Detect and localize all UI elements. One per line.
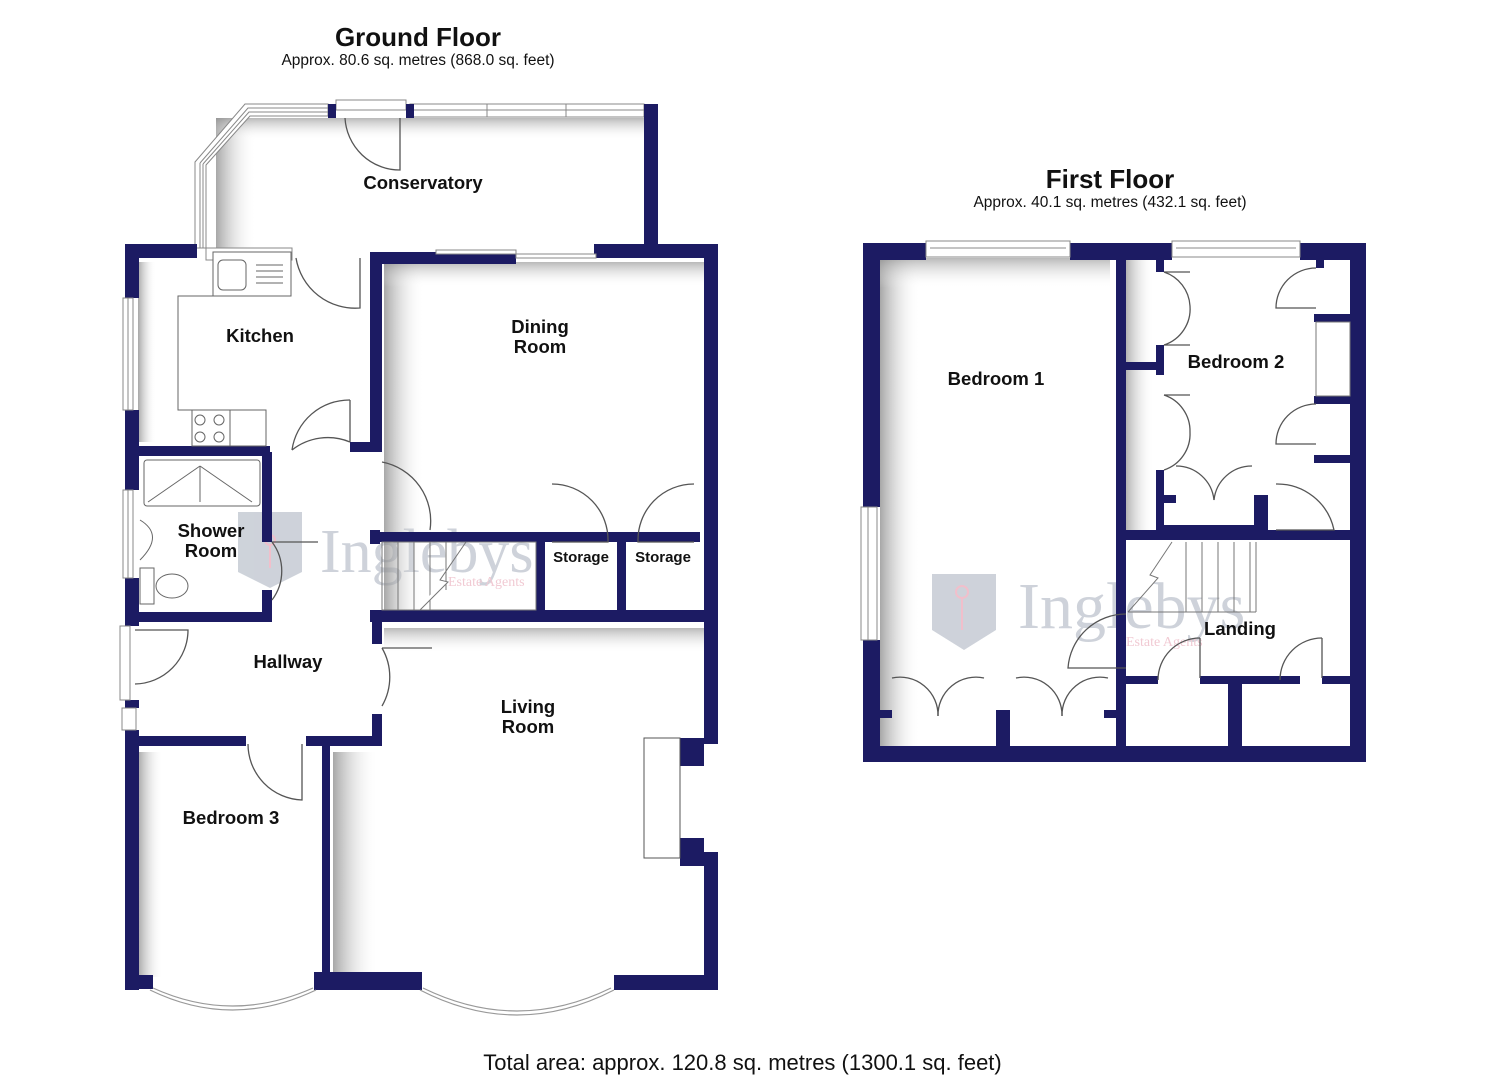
room-label-storage-1: Storage — [553, 549, 609, 566]
room-label-kitchen: Kitchen — [226, 325, 294, 346]
ground-floor-area: Approx. 80.6 sq. metres (868.0 sq. feet) — [281, 52, 555, 69]
first-floor-title: First Floor — [1045, 164, 1175, 194]
room-label-bedroom-1: Bedroom 1 — [947, 368, 1045, 389]
room-label-bedroom-3: Bedroom 3 — [182, 807, 280, 828]
room-label-storage-2: Storage — [635, 549, 691, 566]
ground-floor-heading: Ground Floor Approx. 80.6 sq. metres (86… — [218, 22, 618, 70]
room-label-living-room: Living Room — [500, 696, 556, 737]
room-label-conservatory: Conservatory — [363, 172, 483, 193]
room-label-shower-room: Shower Room — [177, 520, 245, 561]
total-area: Total area: approx. 120.8 sq. metres (13… — [483, 1050, 1002, 1075]
room-label-landing: Landing — [1204, 618, 1276, 639]
room-label-hallway: Hallway — [253, 651, 323, 672]
first-floor-area: Approx. 40.1 sq. metres (432.1 sq. feet) — [973, 194, 1247, 211]
first-floor-heading: First Floor Approx. 40.1 sq. metres (432… — [910, 164, 1310, 212]
ground-floor-plan — [119, 99, 718, 1016]
watermark-ground: Inglebys Estate Agents — [238, 512, 534, 590]
svg-text:Inglebys: Inglebys — [1018, 570, 1245, 643]
svg-text:Estate Agents: Estate Agents — [1126, 635, 1203, 650]
first-floor-plan — [860, 240, 1366, 762]
svg-text:Inglebys: Inglebys — [320, 518, 534, 586]
watermark-first: Inglebys Estate Agents — [932, 570, 1245, 650]
room-label-dining-room: Dining Room — [511, 316, 569, 357]
svg-text:Estate Agents: Estate Agents — [448, 575, 525, 590]
room-label-bedroom-2: Bedroom 2 — [1187, 351, 1285, 372]
ground-floor-title: Ground Floor — [334, 22, 502, 52]
